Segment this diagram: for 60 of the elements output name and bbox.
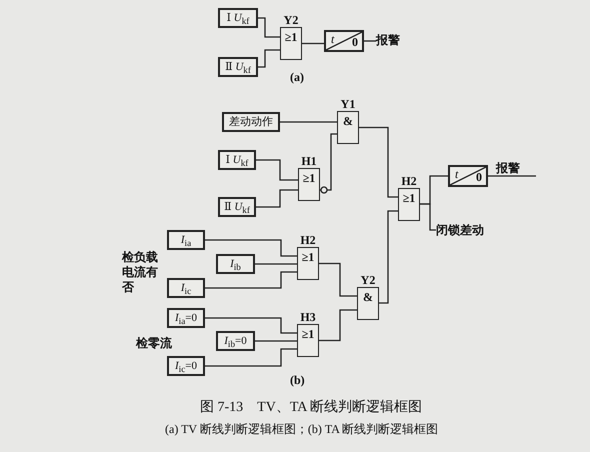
connector-line bbox=[319, 309, 357, 342]
gate-symbol: ≥1 bbox=[300, 327, 316, 342]
connector-line bbox=[488, 175, 536, 177]
connector-line bbox=[205, 348, 297, 367]
gate-symbol: & bbox=[342, 114, 354, 129]
gate-label: H3 bbox=[300, 310, 316, 325]
gate-symbol: ≥1 bbox=[284, 30, 298, 45]
input-box: Ⅱ U$_{kf}$ bbox=[218, 57, 258, 77]
input-box: I$_{ia}$=0 bbox=[167, 308, 205, 328]
panel-label: (b) bbox=[290, 373, 305, 388]
connector-line bbox=[205, 271, 297, 289]
panel-label: (a) bbox=[290, 70, 304, 85]
timer-delay-label: t bbox=[331, 32, 334, 47]
gate-label: H1 bbox=[301, 154, 317, 169]
input-box: I$_{ic}$=0 bbox=[167, 356, 205, 376]
connector-line bbox=[255, 340, 297, 342]
connector-line bbox=[256, 189, 298, 208]
gate-label: H2 bbox=[401, 174, 417, 189]
output-text: 闭锁差动 bbox=[436, 222, 488, 238]
connector-line bbox=[258, 49, 280, 68]
gate-symbol: ≥1 bbox=[402, 191, 416, 206]
input-box: Ⅱ U$_{kf}$ bbox=[218, 197, 256, 217]
input-box: I$_{ib}$=0 bbox=[216, 331, 255, 351]
connector-line bbox=[359, 126, 398, 198]
gate-symbol: ≥1 bbox=[300, 250, 316, 265]
input-box: 差动动作 bbox=[222, 112, 280, 132]
connector-line bbox=[255, 263, 297, 265]
connector-line bbox=[379, 210, 398, 304]
input-box: I$_{ib}$ bbox=[216, 254, 255, 274]
connector-line bbox=[319, 262, 357, 297]
group-label: 检零流 bbox=[136, 336, 172, 351]
figure-title: 图 7-13 TV、TA 断线判断逻辑框图 bbox=[200, 398, 422, 416]
gate-label: Y2 bbox=[284, 13, 298, 28]
gate-label: Y1 bbox=[340, 97, 356, 112]
gate-label: Y2 bbox=[360, 273, 376, 288]
gate-label: H2 bbox=[300, 233, 316, 248]
input-box: Ⅰ U$_{kf}$ bbox=[218, 8, 258, 28]
output-text: 报警 bbox=[376, 32, 406, 48]
group-label: 检负载电流有否 bbox=[122, 250, 159, 295]
timer-box bbox=[324, 30, 364, 52]
timer-reset-label: 0 bbox=[476, 170, 482, 185]
input-box: I$_{ic}$ bbox=[167, 278, 205, 298]
gate-symbol: ≥1 bbox=[302, 171, 316, 186]
connector-line bbox=[420, 203, 436, 231]
input-box: I$_{ia}$ bbox=[167, 230, 205, 250]
input-box: Ⅰ U$_{kf}$ bbox=[218, 150, 256, 170]
output-text: 报警 bbox=[496, 160, 526, 176]
connector-line bbox=[258, 17, 280, 38]
connector-line bbox=[302, 42, 324, 44]
connector-line bbox=[256, 159, 298, 181]
timer-reset-label: 0 bbox=[352, 35, 358, 50]
connector-line bbox=[320, 133, 337, 194]
timer-box bbox=[448, 165, 488, 187]
gate-symbol: & bbox=[362, 290, 374, 305]
connector-line bbox=[205, 317, 297, 334]
connector-line bbox=[364, 40, 376, 42]
timer-delay-label: t bbox=[455, 167, 458, 182]
figure-caption: (a) TV 断线判断逻辑框图；(b) TA 断线判断逻辑框图 bbox=[165, 421, 438, 438]
connector-line bbox=[280, 121, 337, 123]
connector-line bbox=[205, 239, 297, 257]
